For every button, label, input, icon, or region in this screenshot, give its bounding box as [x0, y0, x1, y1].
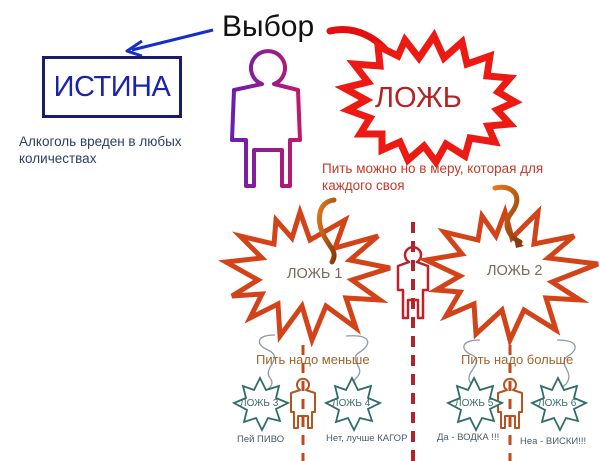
question-hook-1-icon [316, 197, 337, 265]
cahors-caption: Нет, лучше КАГОР [326, 433, 408, 444]
lie1-label: ЛОЖЬ 1 [287, 266, 343, 282]
person-main-icon [230, 49, 302, 188]
whisky-caption: Неа - ВИСКИ!!! [520, 436, 587, 447]
lie3-burst-icon [231, 375, 291, 433]
lie5-label: ЛОЖЬ 5 [455, 398, 494, 409]
vodka-caption: Да - ВОДКА !!! [437, 432, 500, 443]
person-small-left-icon [290, 377, 316, 429]
lie5-burst-icon [445, 375, 505, 433]
lie6-label: ЛОЖЬ 6 [538, 398, 577, 409]
lie6-burst-icon [529, 375, 589, 433]
question-hook-2-icon [492, 184, 524, 248]
lie4-label: ЛОЖЬ 4 [332, 398, 371, 409]
truth-box: ИСТИНА [42, 56, 182, 118]
lie2-label: ЛОЖЬ 2 [487, 263, 543, 279]
truth-label: ИСТИНА [53, 70, 171, 103]
lie-caption: Пить можно но в меру, которая для каждог… [322, 161, 544, 193]
diagram-title: Выбор [222, 10, 315, 43]
person-small-right-icon [497, 377, 523, 429]
drink-more-heading: Пить надо больше [461, 352, 574, 367]
lie-burst-icon [334, 28, 523, 169]
lie2-burst-icon [417, 203, 599, 348]
truth-caption: Алкоголь вреден в любых количествах [19, 134, 182, 166]
lie4-burst-icon [323, 375, 383, 433]
lie3-label: ЛОЖЬ 3 [240, 398, 279, 409]
lie1-burst-icon [218, 204, 391, 348]
person-middle-icon [396, 245, 430, 320]
beer-caption: Пей ПИВО [237, 434, 285, 445]
arrow-to-truth-icon [125, 28, 214, 58]
drink-less-heading: Пить надо меньше [256, 352, 370, 367]
lie-label: ЛОЖЬ [375, 82, 462, 114]
